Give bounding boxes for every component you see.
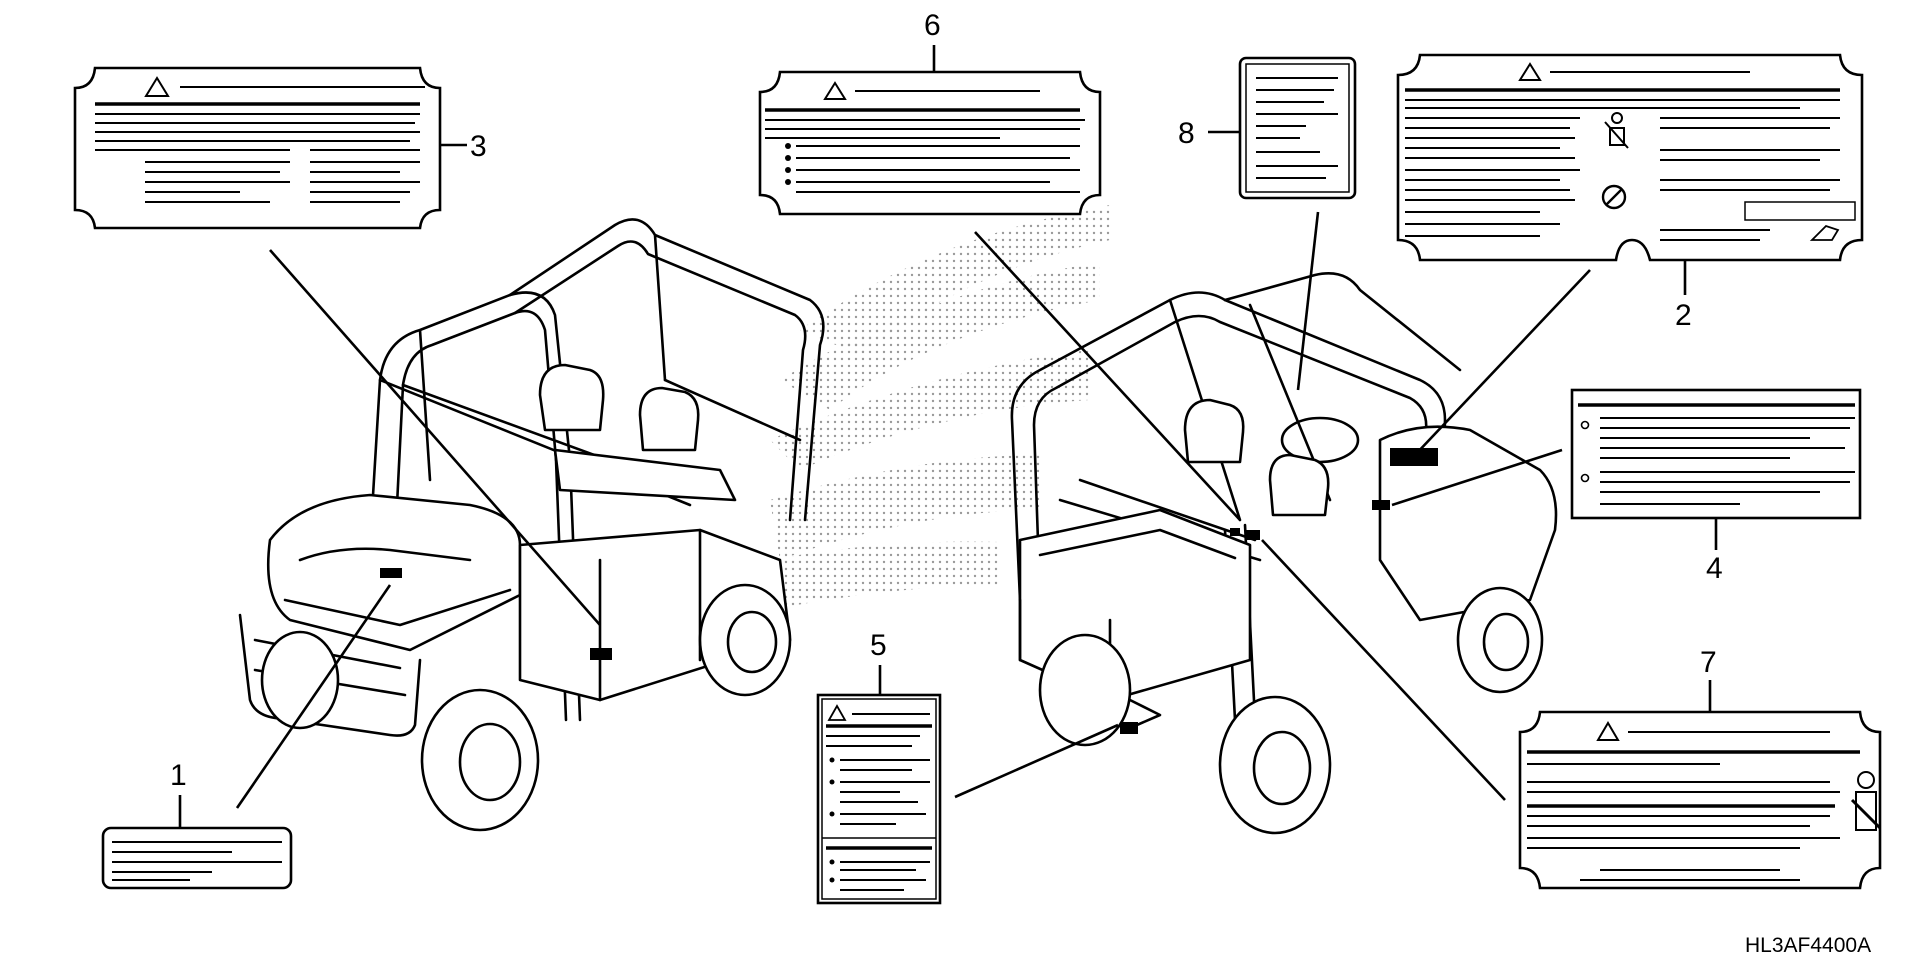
- prohibition-icon: [1601, 184, 1627, 210]
- label-position-marker: [1120, 722, 1138, 734]
- callout-8: 8: [1178, 117, 1195, 150]
- label-6: [758, 70, 1102, 216]
- label-7: [1518, 710, 1882, 890]
- leader-line-8: [1296, 211, 1320, 391]
- warning-triangle-icon: [1518, 62, 1542, 81]
- callout-1: 1: [170, 759, 187, 792]
- label-position-marker: [1390, 448, 1438, 466]
- callout-4: 4: [1706, 552, 1723, 585]
- vehicle-rear-view: [1010, 272, 1558, 835]
- warning-triangle-icon: [827, 704, 847, 721]
- leader-line-4: [1391, 448, 1563, 507]
- helmet-icon: [1809, 224, 1840, 241]
- warning-triangle-icon: [144, 76, 170, 97]
- leader-line-1: [235, 584, 392, 809]
- callout-5: 5: [870, 629, 887, 662]
- label-position-marker: [1372, 500, 1390, 510]
- label-2: [1396, 53, 1864, 262]
- callout-2: 2: [1675, 299, 1692, 332]
- leader-line-7: [1261, 539, 1506, 801]
- leader-line-2: [1414, 269, 1591, 456]
- drawing-code: HL3AF4400A: [1745, 934, 1871, 957]
- brand-wing-logo: [770, 205, 1110, 608]
- warning-triangle-icon: [1596, 721, 1620, 741]
- warning-triangle-icon: [823, 81, 847, 100]
- leader-line-5: [954, 723, 1119, 799]
- label-position-marker: [1230, 528, 1240, 536]
- label-position-marker: [380, 568, 402, 578]
- leader-line-3: [269, 249, 601, 626]
- leader-line-6: [974, 231, 1241, 521]
- label-1: [101, 826, 293, 890]
- passenger-icon: [1604, 112, 1629, 149]
- seatbelt-icon: [1850, 771, 1882, 831]
- callout-6: 6: [924, 9, 941, 42]
- callout-3: 3: [470, 130, 487, 163]
- vehicle-front-view: [238, 218, 825, 832]
- label-4: [1570, 388, 1862, 520]
- label-position-marker: [1246, 530, 1260, 540]
- callout-7: 7: [1700, 646, 1717, 679]
- label-5: [816, 693, 942, 905]
- label-position-marker: [590, 648, 612, 660]
- label-3: [73, 66, 442, 230]
- label-8: [1238, 56, 1357, 200]
